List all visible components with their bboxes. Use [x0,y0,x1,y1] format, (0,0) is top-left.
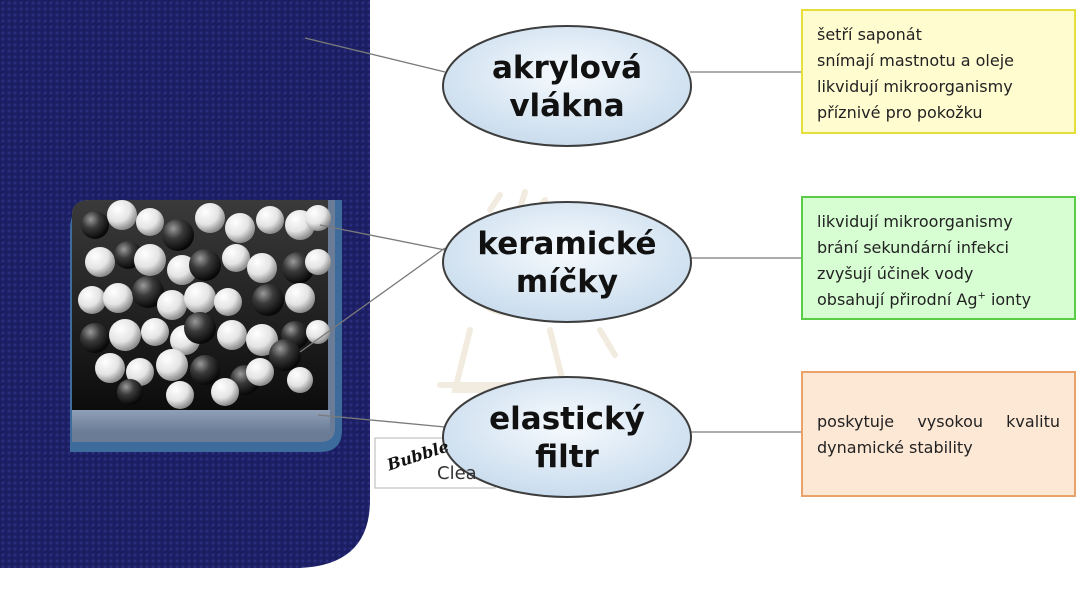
dark-ceramic-ball [132,276,164,308]
logo-sub-text: Clea [437,463,477,484]
white-ceramic-ball [184,282,216,314]
dark-ceramic-ball [184,312,216,344]
white-ceramic-ball [126,358,154,386]
white-ceramic-ball [109,319,141,351]
white-ceramic-ball [222,244,250,272]
info-line-ag: obsahují přirodní Ag+ ionty [817,287,1060,313]
label-elasticky-filtr: elastický filtr [489,401,645,475]
dark-ceramic-ball [252,284,284,316]
white-ceramic-ball [166,381,194,409]
white-ceramic-ball [225,213,255,243]
white-ceramic-ball [214,288,242,316]
info-word: kvalitu [1006,412,1060,431]
ceramic-balls [78,200,331,409]
label-akrylova-vlakna: akrylová vlákna [491,50,643,124]
white-ceramic-ball [305,249,331,275]
dark-ceramic-ball [269,339,301,371]
ellipse-keramicke-micky [442,201,692,323]
dark-ceramic-ball [80,323,110,353]
white-ceramic-ball [256,206,284,234]
info-box-elasticky: poskytuje vysokou kvalitu dynamické stab… [801,371,1076,497]
dark-ceramic-ball [190,355,220,385]
white-ceramic-ball [134,244,166,276]
white-ceramic-ball [211,378,239,406]
ellipse-akrylova-vlakna [442,25,692,147]
white-ceramic-ball [285,283,315,313]
white-ceramic-ball [141,318,169,346]
dark-ceramic-ball [162,219,194,251]
info-line: zvyšují účinek vody [817,264,974,283]
info-line: příznivé pro pokožku [817,103,983,122]
white-ceramic-ball [95,353,125,383]
connector-ball-keram-1 [319,224,446,251]
white-ceramic-ball [157,290,187,320]
dark-ceramic-ball [117,379,143,405]
connector-lines [299,37,802,433]
info-line: likvidují mikroorganismy [817,212,1013,231]
info-line: snímají mastnotu a oleje [817,51,1014,70]
ag-superscript: + [977,290,986,302]
white-ceramic-ball [85,247,115,277]
info-line: likvidují mikroorganismy [817,77,1013,96]
connector-cloth-akryl [304,37,446,73]
white-ceramic-ball [305,205,331,231]
ag-suffix: ionty [985,290,1032,309]
elastic-filter-layer [72,410,330,432]
white-ceramic-ball [136,208,164,236]
info-box-keramicke: likvidují mikroorganismy brání sekundárn… [801,196,1076,320]
white-ceramic-ball [247,253,277,283]
label-keramicke-micky: keramické míčky [477,226,657,300]
dark-ceramic-ball [189,249,221,281]
ellipse-elasticky-filtr [442,376,692,498]
ag-text: obsahují přirodní Ag [817,290,978,309]
info-line-justified: poskytuje vysokou kvalitu [817,409,1060,435]
white-ceramic-ball [195,203,225,233]
white-ceramic-ball [217,320,247,350]
white-ceramic-ball [306,320,330,344]
info-line: dynamické stability [817,438,973,457]
white-ceramic-ball [287,367,313,393]
white-ceramic-ball [78,286,106,314]
white-ceramic-ball [103,283,133,313]
info-line: brání sekundární infekci [817,238,1009,257]
connector-filter-elast [317,414,446,428]
white-ceramic-ball [107,200,137,230]
white-ceramic-ball [246,324,278,356]
info-word: poskytuje [817,412,895,431]
white-ceramic-ball [246,358,274,386]
info-line: šetří saponát [817,25,922,44]
info-word: vysokou [917,412,983,431]
info-box-akrylova: šetří saponát snímají mastnotu a oleje l… [801,9,1076,134]
dark-ceramic-ball [81,211,109,239]
white-ceramic-ball [156,349,188,381]
connector-ball-keram-2 [299,247,446,353]
